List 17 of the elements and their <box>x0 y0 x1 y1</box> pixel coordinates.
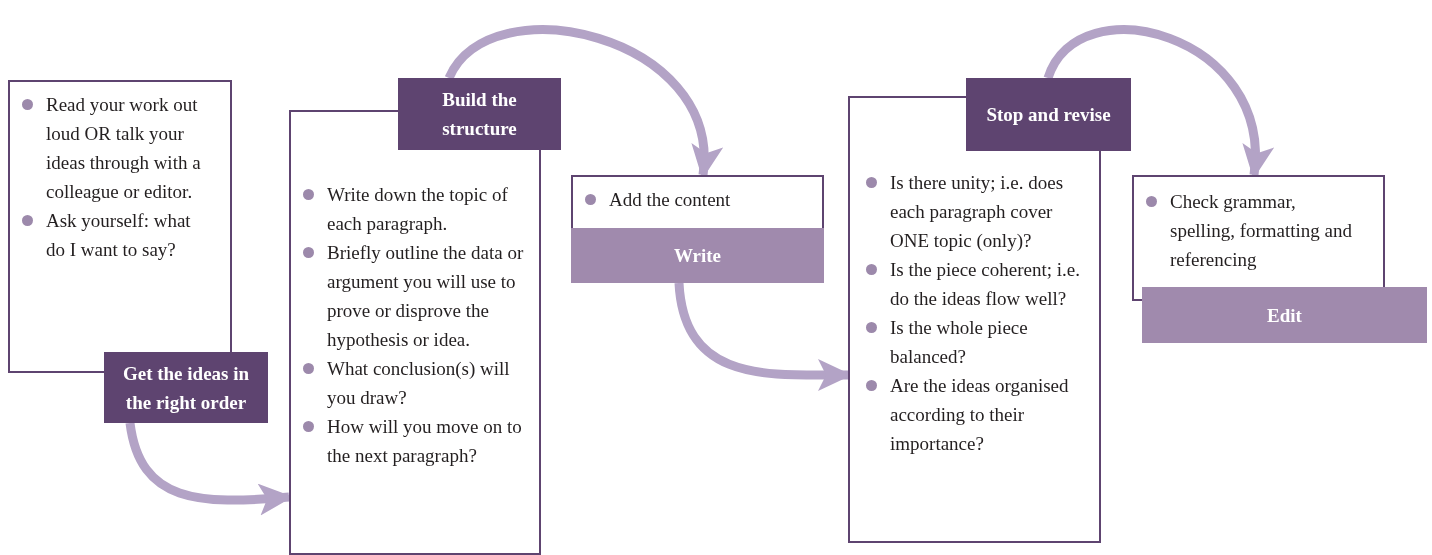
step-title: Stop and revise <box>966 78 1131 151</box>
bullet-text: Add the content <box>609 189 731 210</box>
bullet-text: Is there unity; i.e. does each paragraph cover ONE topic (only)? <box>890 172 1064 251</box>
bullet-text: Is the whole piece balanced? <box>890 317 1028 367</box>
bullet-text: Briefly outline the data or argument you will use to prove or disprove the hypothesis or idea. <box>327 242 524 350</box>
bullet-text: Read your work out loud OR talk your ideas through with a colleague or editor. <box>46 94 201 202</box>
bullet-text: Ask yourself: what do I want to say? <box>46 210 191 260</box>
bullet-text: What conclusion(s) will you draw? <box>327 358 510 408</box>
step-title: Build the structure <box>398 78 561 150</box>
step-title: Get the ideas in the right order <box>104 352 268 423</box>
bullet-text: Write down the topic of each paragraph. <box>327 184 508 234</box>
bullet-text: Check grammar, spelling, formatting and referencing <box>1170 191 1353 270</box>
step-title: Write <box>571 228 824 283</box>
step-title: Edit <box>1142 287 1427 343</box>
bullet-text: How will you move on to the next paragraph? <box>327 416 522 466</box>
bullet-text: Is the piece coherent; i.e. do the ideas flow well? <box>890 259 1080 309</box>
bullet-text: Are the ideas organised according to their importance? <box>890 375 1069 454</box>
